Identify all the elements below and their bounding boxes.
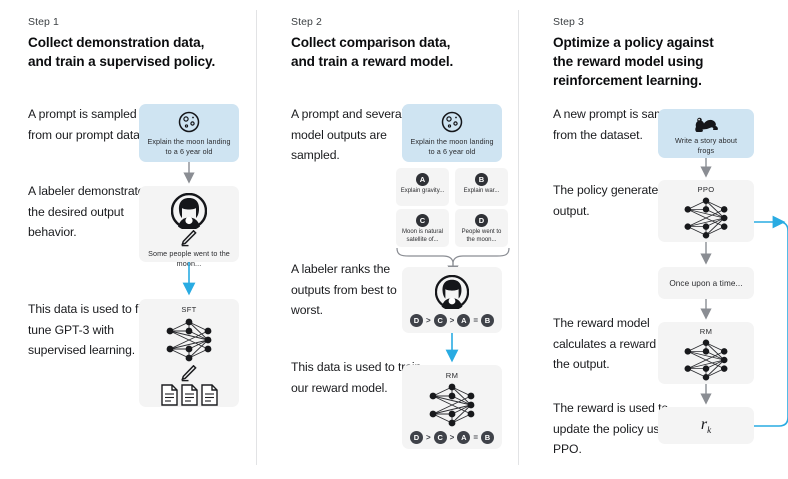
output-text-d: People went to the moon... xyxy=(461,229,502,243)
output-text-a: Explain gravity... xyxy=(400,188,445,194)
step-3-ppo-box[interactable]: PPO xyxy=(658,180,754,242)
rank-op-2: > xyxy=(449,316,455,325)
pencil-icon xyxy=(139,230,239,247)
neural-network-icon xyxy=(402,381,502,429)
step-1-sft-box[interactable]: SFT xyxy=(139,299,239,407)
reward-value: rk xyxy=(701,416,711,435)
step-2-paragraph-1: A prompt and several model outputs are s… xyxy=(291,107,405,162)
rank-chip-4: B xyxy=(481,314,494,327)
step-3-output-text: Once upon a time... xyxy=(669,278,743,288)
feedback-arrow-icon xyxy=(754,215,788,427)
reward-symbol: r xyxy=(700,415,708,433)
frog-icon xyxy=(658,114,754,134)
output-letter-b: B xyxy=(475,173,488,186)
rank-op-1: > xyxy=(425,316,431,325)
output-card-b[interactable]: B Explain war... xyxy=(455,168,508,206)
step-3-output-box[interactable]: Once upon a time... xyxy=(658,267,754,299)
output-letter-d: D xyxy=(475,214,488,227)
rank-chip-1: D xyxy=(409,431,423,444)
rank-op-3: = xyxy=(473,316,478,325)
step-3-paragraph-1: A new prompt is sampled from the dataset… xyxy=(553,107,687,142)
step-2-paragraph-2: A labeler ranks the outputs from best to… xyxy=(291,262,397,317)
step-2-title: Collect comparison data, and train a rew… xyxy=(291,35,454,69)
output-card-c[interactable]: C Moon is natural satellite of... xyxy=(396,209,449,247)
documents-icon xyxy=(139,384,239,406)
rm-title: RM xyxy=(445,371,459,380)
step-2-prompt-text: Explain the moon landing to a 6 year old xyxy=(410,137,494,156)
step-2-column: Step 2 Collect comparison data, and trai… xyxy=(263,0,526,479)
output-letter-a: A xyxy=(416,173,429,186)
sft-title: SFT xyxy=(181,305,197,314)
ppo-title: PPO xyxy=(697,185,715,194)
neural-network-icon xyxy=(658,337,754,383)
output-card-d[interactable]: D People went to the moon... xyxy=(455,209,508,247)
moon-icon xyxy=(402,111,502,133)
moon-icon xyxy=(139,111,239,133)
step-1-paragraph-3: This data is used to fine-tune GPT-3 wit… xyxy=(28,302,159,357)
rank-op-2: > xyxy=(449,433,455,442)
step-1-title: Collect demonstration data, and train a … xyxy=(28,35,216,69)
output-letter-c: C xyxy=(416,214,429,227)
step-2-label: Step 2 xyxy=(291,16,322,28)
column-divider-2 xyxy=(518,10,519,465)
step-3-prompt-text: Write a story about frogs xyxy=(674,136,738,155)
step-1-prompt-text: Explain the moon landing to a 6 year old xyxy=(147,137,231,156)
step-3-column: Step 3 Optimize a policy against the rew… xyxy=(525,0,788,479)
labeler-avatar-icon xyxy=(402,275,502,309)
step-3-paragraph-4: The reward is used to update the policy … xyxy=(553,401,676,456)
step-1-column: Step 1 Collect demonstration data, and t… xyxy=(0,0,263,479)
rm-title: RM xyxy=(699,327,713,336)
pencil-icon xyxy=(139,365,239,382)
step-1-paragraph-1: A prompt is sampled from our prompt data… xyxy=(28,107,160,142)
rank-chip-3: A xyxy=(457,431,471,444)
output-card-a[interactable]: A Explain gravity... xyxy=(396,168,449,206)
rank-chip-3: A xyxy=(457,314,471,327)
step-3-prompt-box[interactable]: Write a story about frogs xyxy=(658,109,754,158)
step-1-label: Step 1 xyxy=(28,16,59,28)
column-divider-1 xyxy=(256,10,257,465)
output-text-b: Explain war... xyxy=(463,188,500,194)
neural-network-icon xyxy=(139,316,239,364)
ranking-row: D > C > A = B xyxy=(402,431,502,444)
step-1-prompt-box[interactable]: Explain the moon landing to a 6 year old xyxy=(139,104,239,162)
output-text-c: Moon is natural satellite of... xyxy=(401,229,444,243)
step-3-rm-box[interactable]: RM xyxy=(658,322,754,384)
arrow-ranking-to-rm xyxy=(445,333,459,363)
rank-chip-2: C xyxy=(433,431,447,444)
step-2-prompt-box[interactable]: Explain the moon landing to a 6 year old xyxy=(402,104,502,162)
ranking-row: D > C > A = B xyxy=(402,314,502,327)
step-3-paragraph-2: The policy generates an output. xyxy=(553,183,681,218)
arrow-prompt-to-ppo xyxy=(700,158,712,178)
rank-chip-2: C xyxy=(433,314,447,327)
step-2-ranking-box[interactable]: D > C > A = B xyxy=(402,267,502,333)
step-1-paragraph-2: A labeler demonstrates the desired outpu… xyxy=(28,184,151,239)
arrow-output-to-rm xyxy=(700,299,712,320)
rank-op-1: > xyxy=(425,433,431,442)
labeler-avatar-icon xyxy=(139,193,239,229)
rank-op-3: = xyxy=(473,433,478,442)
step-1-labeler-box[interactable]: Some people went to the moon... xyxy=(139,186,239,268)
step-2-rm-box[interactable]: RM D > C > A = B xyxy=(402,365,502,449)
arrow-ppo-to-output xyxy=(700,242,712,265)
step-2-paragraph-3: This data is used to train our reward mo… xyxy=(291,360,422,395)
step-3-title: Optimize a policy against the reward mod… xyxy=(553,35,714,88)
step-3-paragraph-3: The reward model calculates a reward for… xyxy=(553,316,674,371)
step-3-label: Step 3 xyxy=(553,16,584,28)
rank-chip-4: B xyxy=(481,431,494,444)
rank-chip-1: D xyxy=(409,314,423,327)
neural-network-icon xyxy=(658,195,754,241)
arrow-rm-to-reward xyxy=(700,384,712,405)
arrow-labeler-to-sft xyxy=(182,262,196,296)
reward-subscript: k xyxy=(707,425,712,436)
step-3-reward-box[interactable]: rk xyxy=(658,407,754,444)
arrow-prompt-to-labeler xyxy=(183,162,195,184)
